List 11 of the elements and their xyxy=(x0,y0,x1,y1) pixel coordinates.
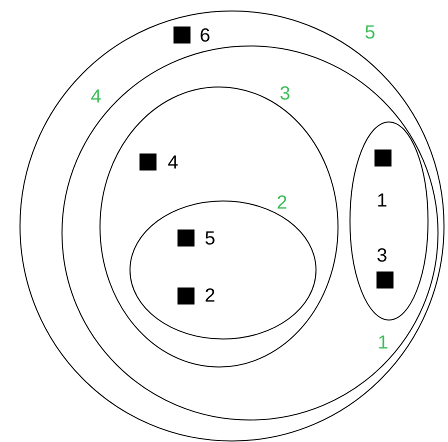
element-label: 6 xyxy=(200,28,210,42)
element-label: 1 xyxy=(378,193,386,207)
set-label: 3 xyxy=(280,86,290,100)
element-label: 4 xyxy=(168,155,178,169)
set-label: 5 xyxy=(365,25,374,39)
element-label: 2 xyxy=(206,288,214,302)
set-label: 4 xyxy=(91,89,101,103)
set-label: 2 xyxy=(278,195,286,209)
element-label: 3 xyxy=(377,248,386,262)
set-label: 1 xyxy=(379,335,388,349)
element-label: 5 xyxy=(205,231,214,245)
